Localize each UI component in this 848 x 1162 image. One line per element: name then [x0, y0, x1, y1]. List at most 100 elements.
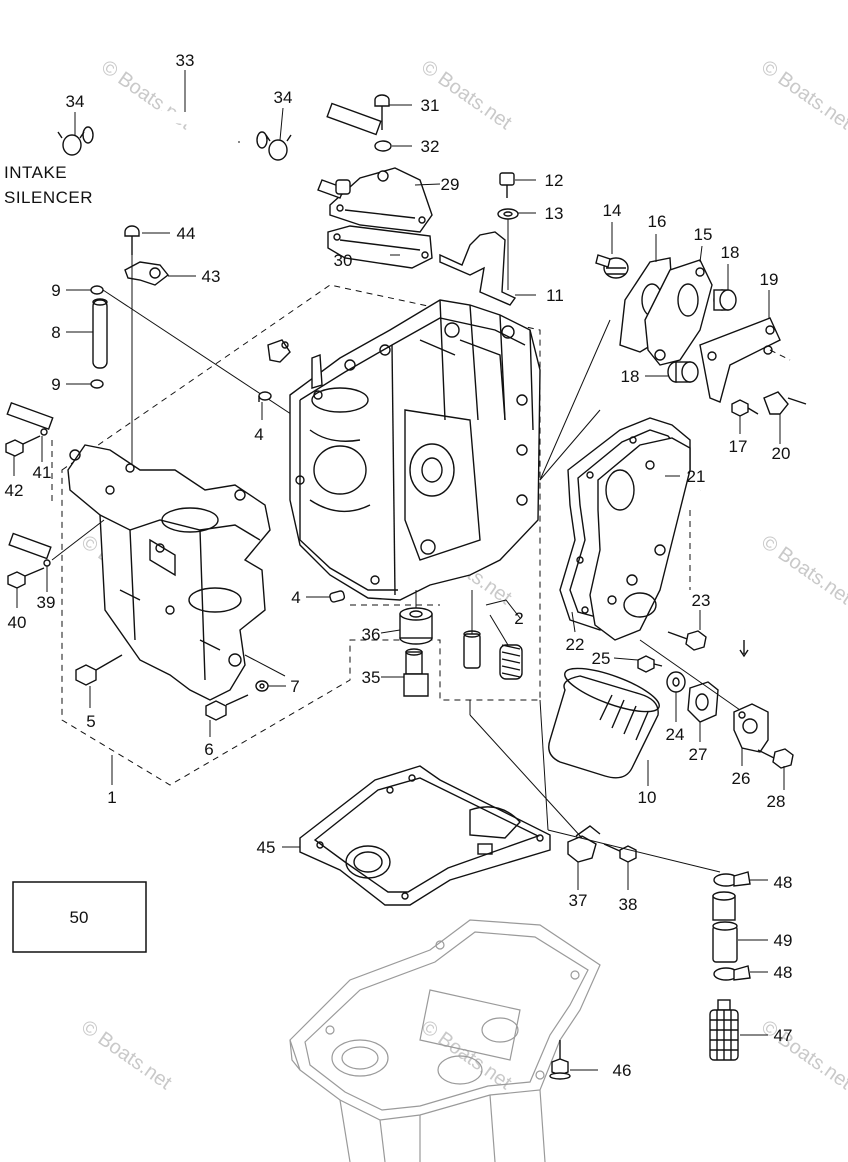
- silencer-label: SILENCER: [4, 188, 93, 207]
- callout: 24: [666, 725, 685, 744]
- callout: 8: [51, 323, 60, 342]
- callout: 43: [202, 267, 221, 286]
- callout: 14: [603, 201, 622, 220]
- thermostat-14: [595, 254, 629, 279]
- adapter-plate: [289, 919, 601, 1162]
- bolt-46: [549, 1040, 571, 1080]
- watermark: © Boats.net: [417, 1016, 516, 1094]
- callout: 42: [5, 481, 24, 500]
- callout: 6: [204, 740, 213, 759]
- callout: 4: [254, 425, 263, 444]
- callout: 7: [290, 677, 299, 696]
- callout: 9: [51, 281, 60, 300]
- bolt-42: [5, 435, 41, 457]
- hose-49: [712, 921, 738, 963]
- plug-36: [399, 607, 433, 645]
- cover-26: [733, 703, 769, 753]
- breather-washer: [326, 102, 392, 152]
- callout: 11: [546, 286, 564, 305]
- dowel-pin-4-top: [258, 391, 272, 402]
- spacer-18-top: [713, 289, 737, 311]
- clip-48-bottom: [713, 965, 751, 981]
- connector-20: [763, 391, 807, 415]
- callout: 20: [772, 444, 791, 463]
- callout: 13: [545, 204, 564, 223]
- crankcase-front: [67, 444, 271, 701]
- callout: 33: [176, 51, 195, 70]
- washer-13: [497, 208, 519, 220]
- bolt-23: [667, 630, 707, 651]
- watermark: © Boats.net: [757, 56, 848, 134]
- callout: 15: [694, 225, 713, 244]
- callout: 19: [760, 270, 779, 289]
- tie-41: [6, 401, 54, 436]
- callout: 26: [732, 769, 751, 788]
- callout: 18: [621, 367, 640, 386]
- callout: 28: [767, 792, 786, 811]
- callout: 41: [33, 463, 52, 482]
- breather-gasket: [327, 225, 433, 269]
- fitting-35: [403, 648, 429, 697]
- callout: 21: [687, 467, 706, 486]
- callout: 49: [774, 931, 793, 950]
- exhaust-plate-21: [589, 437, 691, 641]
- hose-clamp-right: [265, 134, 292, 161]
- gasket-27: [687, 681, 719, 723]
- callouts: 1 2 4 4 5 6 7 8 9 9 10 11 12 13 14 15 16…: [5, 51, 793, 1080]
- callout: 39: [37, 593, 56, 612]
- callout: 45: [257, 838, 276, 857]
- spacer-18-bottom: [667, 361, 699, 383]
- callout: 48: [774, 963, 793, 982]
- callout: 27: [689, 745, 708, 764]
- box-label: 50: [70, 908, 89, 927]
- callout: 35: [362, 668, 381, 687]
- callout: 30: [334, 251, 353, 270]
- washer-7: [255, 680, 269, 692]
- clip-9-bottom: [90, 379, 104, 389]
- housing-15: [644, 259, 713, 366]
- callout: 18: [721, 243, 740, 262]
- intake-label: INTAKE: [4, 163, 67, 182]
- callout: 37: [569, 891, 588, 910]
- assembly-boundary: [61, 284, 541, 786]
- callout: 31: [421, 96, 440, 115]
- callout: 5: [86, 712, 95, 731]
- callout: 34: [66, 92, 85, 111]
- oil-filter: [548, 667, 660, 779]
- gasket-45: [299, 765, 551, 906]
- clip-9-top: [90, 285, 104, 295]
- bolt-44: [124, 225, 140, 255]
- bolt-25: [637, 655, 663, 673]
- callout: 44: [177, 224, 196, 243]
- reference-box: 50: [12, 881, 147, 953]
- callout: 12: [545, 171, 564, 190]
- callout: 23: [692, 591, 711, 610]
- callout: 22: [566, 635, 585, 654]
- spring-2: [499, 644, 523, 680]
- callout: 29: [441, 175, 460, 194]
- watermark: © Boats.net: [757, 531, 848, 609]
- watermark: © Boats.net: [757, 1016, 848, 1094]
- callout: 40: [8, 613, 27, 632]
- callout: 34: [274, 88, 293, 107]
- callout: 10: [638, 788, 657, 807]
- callout: 25: [592, 649, 611, 668]
- spacer-24: [666, 671, 686, 693]
- bracket-11: [439, 231, 517, 306]
- bolt-12: [499, 172, 515, 198]
- callout: 38: [619, 895, 638, 914]
- water-hose: [698, 480, 749, 658]
- hose-clamp-left: [57, 131, 85, 156]
- tie-39: [8, 532, 52, 567]
- bolt-5: [75, 654, 123, 686]
- clamp-43: [124, 261, 169, 286]
- callout: 4: [291, 588, 300, 607]
- hose-49-upper: [712, 891, 736, 921]
- clip-48-top: [713, 871, 751, 887]
- bolt-38: [603, 843, 637, 863]
- callout: 46: [613, 1061, 632, 1080]
- watermark: © Boats.net: [77, 1016, 176, 1094]
- callout: 17: [729, 437, 748, 456]
- cylinder-block: [289, 299, 541, 601]
